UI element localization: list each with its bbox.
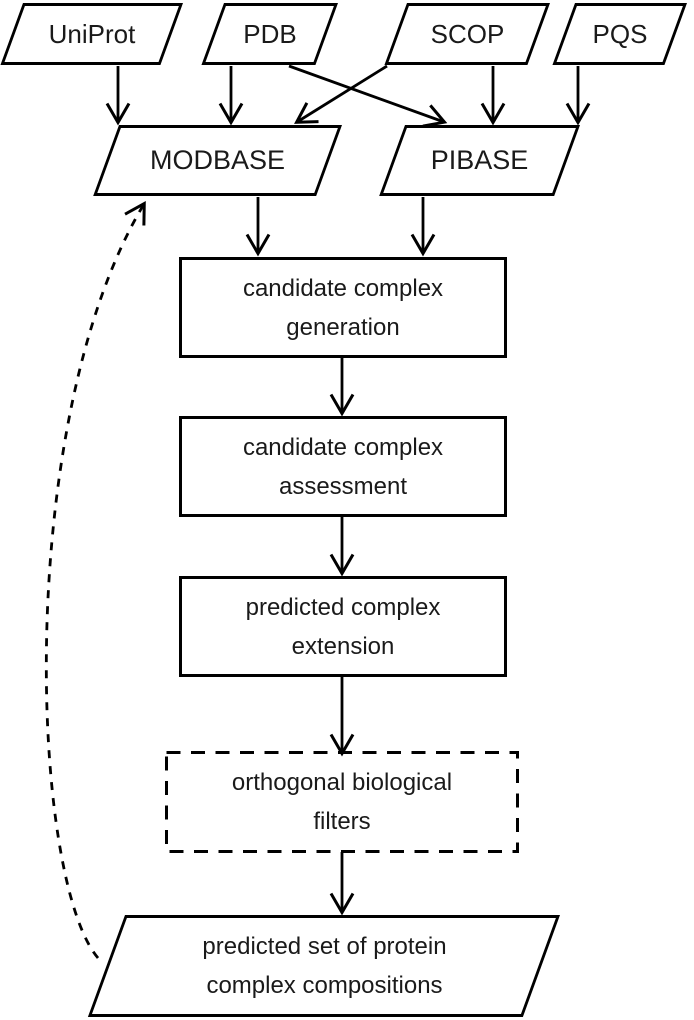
node-orthogonal-biological-filters: orthogonal biological filters (165, 751, 519, 853)
output-label-line2: complex compositions (206, 972, 443, 999)
node-pqs: PQS (552, 3, 687, 65)
node-scop-label: SCOP (430, 18, 505, 49)
output-label-line1: predicted set of protein (202, 933, 447, 960)
node-uniprot: UniProt (0, 3, 184, 65)
node-pibase-label: PIBASE (430, 145, 529, 175)
node-modbase-label: MODBASE (149, 145, 286, 175)
node-pibase: PIBASE (379, 125, 580, 196)
stage-label-line2: assessment (278, 472, 408, 500)
node-predicted-complex-extension: predicted complex extension (179, 576, 507, 677)
stage-label-line2: filters (313, 808, 371, 835)
stage-label-line1: candidate complex (242, 274, 444, 302)
arrow-pdb-to-pibase (288, 64, 448, 128)
stage-label-line2: generation (286, 313, 400, 341)
node-scop: SCOP (384, 3, 550, 65)
node-pdb-label: PDB (243, 18, 297, 49)
arrow-scop-to-modbase (294, 64, 388, 124)
node-predicted-set-output: predicted set of protein complex composi… (87, 915, 560, 1017)
node-pqs-label: PQS (592, 18, 648, 49)
stage-label-line1: candidate complex (242, 433, 444, 461)
arrow-output-feedback-to-modbase (44, 201, 146, 959)
node-modbase: MODBASE (93, 125, 342, 196)
node-output-label: predicted set of protein complex composi… (107, 915, 542, 1017)
node-candidate-complex-generation: candidate complex generation (179, 257, 507, 358)
node-pdb: PDB (201, 3, 338, 65)
node-candidate-complex-assessment: candidate complex assessment (179, 416, 507, 517)
node-uniprot-label: UniProt (48, 18, 136, 49)
stage-label-line2: extension (291, 632, 395, 660)
stage-label-line1: orthogonal biological (231, 769, 453, 796)
stage-label-line1: predicted complex (245, 593, 441, 621)
